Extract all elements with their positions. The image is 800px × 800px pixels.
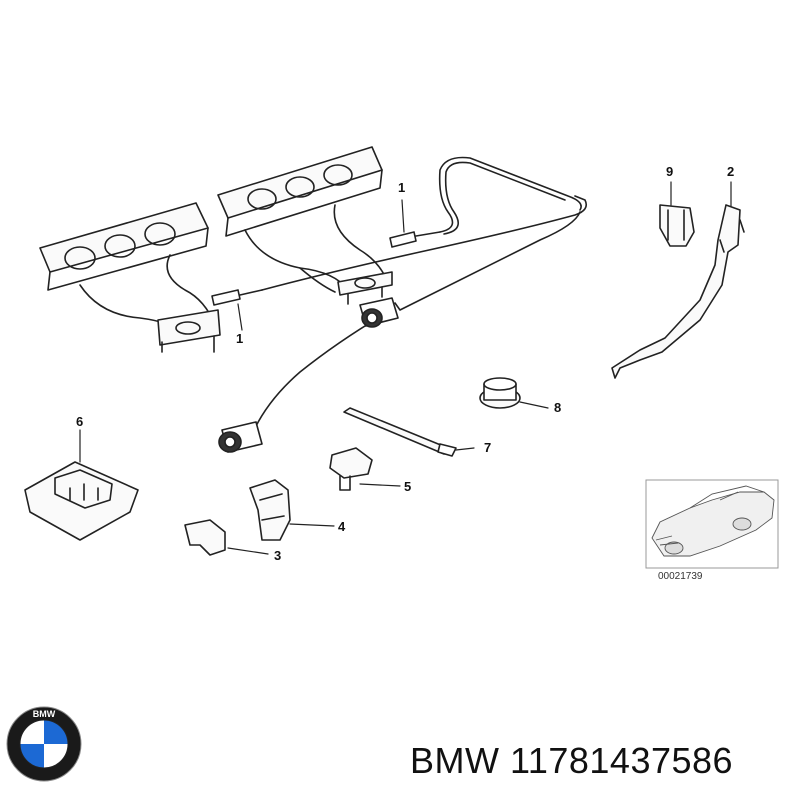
exhaust-manifold-rear [217,146,393,305]
oxygen-sensor-front [211,195,588,306]
callout-6: 6 [76,414,83,429]
bmw-logo: BMW [6,706,82,782]
part-number: 11781437586 [510,740,734,781]
callout-5: 5 [404,479,411,494]
oxygen-sensor-rear [389,156,582,248]
cable-tie-7 [343,407,457,457]
thumbnail-ref-code: 00021739 [658,571,703,582]
nut-8 [479,377,521,409]
logo-letters: BMW [33,709,56,719]
callout-1-front-sensor: 1 [236,331,243,346]
callout-8: 8 [554,400,561,415]
holder-clip-5 [329,447,373,491]
cable-holder-6 [24,461,139,541]
callout-3: 3 [274,548,281,563]
clip-4 [249,479,291,541]
sensor-bracket [611,204,745,379]
leader-lines [79,181,732,555]
vehicle-thumbnail: 00021739 [645,479,779,582]
callout-4: 4 [338,519,346,534]
brand-name: BMW [410,740,500,781]
clip-3 [184,519,226,556]
sensor-cable-long [218,211,581,453]
part-number-label: BMW 11781437586 [410,740,733,782]
exhaust-manifold-front [39,202,221,353]
callout-7: 7 [484,440,491,455]
callout-2: 2 [727,164,734,179]
callout-1-rear-sensor: 1 [398,180,405,195]
cable-clip-9 [659,204,695,247]
callout-9: 9 [666,164,673,179]
